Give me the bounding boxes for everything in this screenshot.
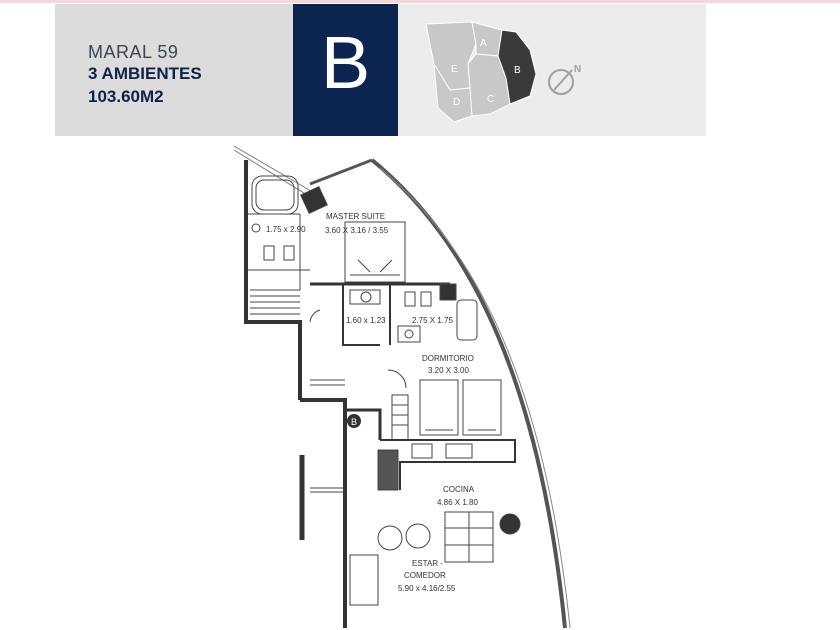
bath-master-dims: 1.75 x 2.90: [266, 225, 306, 234]
kitchen-dims: 4.86 X 1.80: [437, 498, 478, 507]
bedroom-name: DORMITORIO: [422, 354, 474, 363]
master-suite-name: MASTER SUITE: [326, 212, 385, 221]
living-dims: 5.90 x 4.16/2.55: [398, 584, 456, 593]
key-plan-diagram: A B C D E N: [425, 21, 581, 123]
unit-area: 103.60M2: [88, 87, 164, 106]
plant: [499, 513, 521, 535]
armchair-left: [377, 525, 403, 551]
building-name: MARAL 59: [88, 42, 179, 62]
living-name-1: ESTAR -: [412, 559, 443, 568]
living-name-2: COMEDOR: [404, 571, 446, 580]
kitchen-name: COCINA: [443, 485, 475, 494]
bedroom-bed-left: [419, 379, 459, 436]
master-suite-dims: 3.60 X 3.16 / 3.55: [325, 226, 389, 235]
key-label-e: E: [451, 64, 458, 75]
bedroom-bed-right: [462, 379, 502, 436]
compass-icon: [548, 69, 574, 95]
armchair-right: [405, 523, 431, 549]
bath-second-dims: 2.75 X 1.75: [412, 316, 453, 325]
top-accent-line: [0, 0, 840, 3]
unit-letter-panel: B: [293, 4, 398, 136]
unit-marker: [347, 414, 361, 428]
key-plan-unit-b: [497, 29, 537, 105]
toilette-dims: 1.60 x 1.23: [346, 316, 386, 325]
kitchen-counter: [380, 439, 516, 490]
sofa: [349, 554, 379, 606]
unit-type: 3 AMBIENTES: [88, 64, 202, 83]
unit-marker-label: B: [351, 417, 357, 427]
unit-header: MARAL 59 3 AMBIENTES 103.60M2 B A B C D …: [55, 4, 706, 136]
key-label-a: A: [480, 38, 487, 49]
closet: [391, 394, 409, 441]
key-label-c: C: [487, 94, 494, 105]
key-label-b: B: [514, 65, 521, 76]
bedroom-dims: 3.20 X 3.00: [428, 366, 469, 375]
unit-letter: B: [320, 21, 371, 104]
key-label-d: D: [453, 97, 460, 108]
key-plan-panel: A B C D E N: [398, 4, 706, 136]
compass-label: N: [574, 64, 581, 75]
unit-info-panel: MARAL 59 3 AMBIENTES 103.60M2: [55, 4, 293, 136]
master-bed: [344, 221, 406, 283]
left-wall: [244, 160, 302, 400]
